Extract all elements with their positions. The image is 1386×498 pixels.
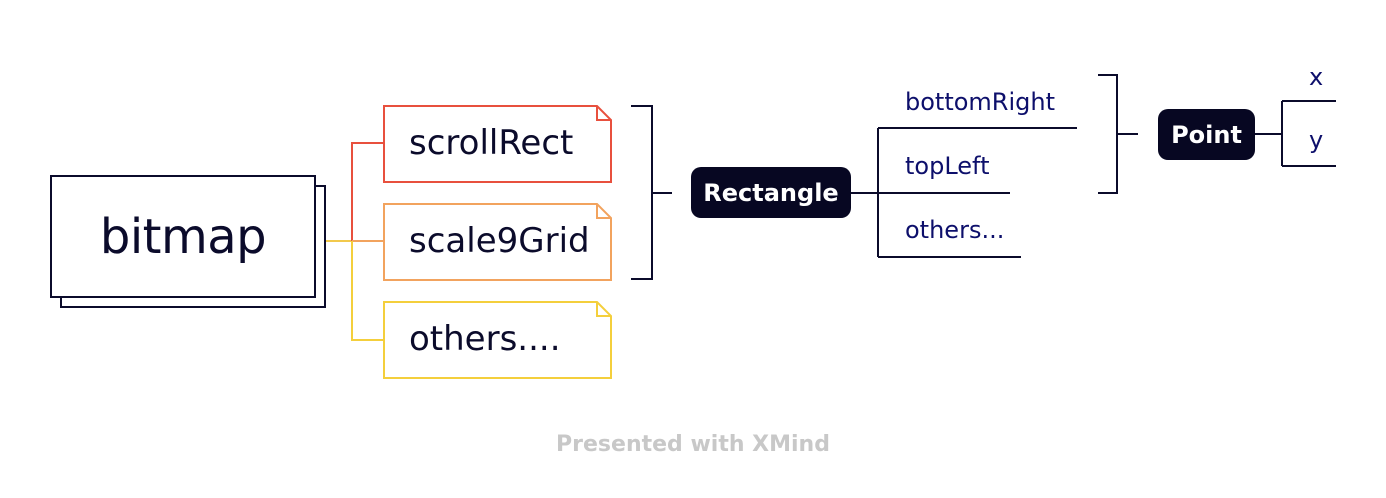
leaf-topleft[interactable]: topLeft xyxy=(905,152,990,180)
point-label: Point xyxy=(1171,120,1242,149)
leaf-bottomright[interactable]: bottomRight xyxy=(905,88,1055,116)
leaf-y[interactable]: y xyxy=(1309,126,1324,154)
branch-label: others.... xyxy=(409,319,561,359)
root-label: bitmap xyxy=(99,208,267,265)
branch-scrollrect[interactable]: scrollRect xyxy=(383,105,612,183)
note-shape xyxy=(383,105,612,183)
rectangle-label: Rectangle xyxy=(703,178,839,207)
root-node[interactable]: bitmap xyxy=(50,175,316,298)
leaf-others[interactable]: others... xyxy=(905,216,1005,244)
note-shape xyxy=(383,203,612,281)
footer-credit: Presented with XMind xyxy=(556,432,830,457)
branch-label: scale9Grid xyxy=(409,221,590,261)
note-shape xyxy=(383,301,612,379)
branch-label: scrollRect xyxy=(409,123,574,163)
leaf-x[interactable]: x xyxy=(1309,63,1324,91)
point-node[interactable]: Point xyxy=(1158,109,1255,160)
rectangle-node[interactable]: Rectangle xyxy=(691,167,851,218)
branch-others[interactable]: others.... xyxy=(383,301,612,379)
branch-scale9grid[interactable]: scale9Grid xyxy=(383,203,612,281)
